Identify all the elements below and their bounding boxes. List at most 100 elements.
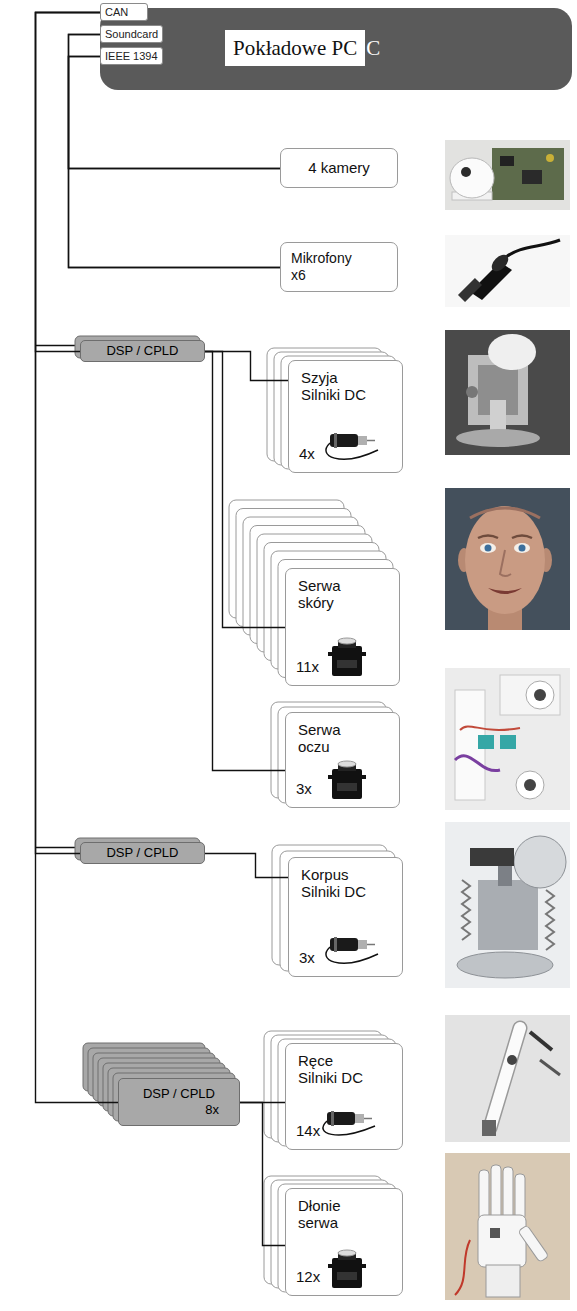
motor-ring bbox=[334, 433, 337, 448]
servo-sticker bbox=[337, 1272, 357, 1280]
servo-sticker bbox=[337, 660, 357, 668]
microphone-photo bbox=[445, 235, 570, 307]
bus-connector bbox=[205, 352, 285, 628]
camera-dome bbox=[450, 158, 494, 198]
sensor bbox=[490, 1228, 500, 1238]
photo-ground bbox=[445, 488, 570, 630]
card-stacks bbox=[229, 348, 403, 1296]
actuator-label: Serwa skóry bbox=[298, 577, 368, 611]
face-forehead bbox=[470, 508, 540, 518]
interface-label: CAN bbox=[101, 4, 132, 20]
torso-photo bbox=[445, 822, 570, 988]
bus-connector bbox=[240, 1103, 285, 1246]
circuit-board bbox=[492, 148, 564, 200]
face-iris bbox=[485, 545, 492, 552]
interface-box: CAN bbox=[100, 3, 148, 21]
servo-horn bbox=[338, 761, 356, 767]
motor-end bbox=[358, 436, 367, 445]
bus-connector bbox=[205, 352, 288, 381]
panel-title: Pokładowe PC bbox=[225, 30, 365, 66]
controller-label: DSP / CPLD bbox=[106, 845, 178, 861]
interface-box: IEEE 1394 bbox=[100, 47, 163, 65]
controller-box: DSP / CPLD bbox=[80, 340, 205, 362]
wrist bbox=[486, 1265, 520, 1297]
interface-label: IEEE 1394 bbox=[101, 48, 162, 64]
face-skin bbox=[465, 506, 545, 614]
count-label: 14x bbox=[296, 1122, 320, 1139]
interface-box: Soundcard bbox=[100, 25, 163, 43]
spring bbox=[462, 880, 470, 940]
card-fill bbox=[288, 360, 403, 473]
finger bbox=[503, 1167, 513, 1220]
title-fragment: C bbox=[366, 36, 380, 60]
arm-part bbox=[540, 1060, 560, 1075]
motor-shaft bbox=[367, 440, 375, 442]
coupler bbox=[478, 735, 494, 749]
pupil bbox=[534, 689, 546, 701]
bus-wires bbox=[35, 346, 75, 848]
eye-mechanism-photo bbox=[445, 668, 570, 810]
photo-ground bbox=[445, 235, 570, 307]
servo-horn bbox=[338, 638, 356, 644]
interface-label: Soundcard bbox=[101, 26, 162, 42]
torso-joint bbox=[498, 866, 512, 886]
torso-disc bbox=[514, 836, 566, 888]
actuator-card: Szyja Silniki DC4x bbox=[288, 360, 403, 473]
arm-joint bbox=[507, 1055, 517, 1065]
controller-box: DSP / CPLD8x bbox=[118, 1078, 240, 1126]
servo-tab bbox=[328, 1264, 366, 1268]
actuator-label: Serwa oczu bbox=[298, 721, 368, 755]
face-mouth bbox=[488, 588, 522, 594]
face-eye bbox=[480, 543, 496, 553]
actuator-card: Ręce Silniki DC 14x bbox=[285, 1043, 403, 1150]
device-label: 4 kamery bbox=[308, 159, 370, 177]
motor-shaft bbox=[367, 944, 375, 946]
chip bbox=[500, 156, 514, 166]
count-label: 11x bbox=[296, 658, 319, 675]
controller-stack bbox=[75, 336, 235, 1121]
pupil bbox=[524, 779, 536, 791]
servo-sticker bbox=[337, 783, 357, 791]
finger bbox=[479, 1170, 489, 1220]
hand-photo bbox=[445, 1153, 570, 1300]
motor-body bbox=[327, 1112, 355, 1125]
arm-part bbox=[530, 1032, 552, 1050]
servo-icon bbox=[328, 761, 366, 799]
thumb bbox=[518, 1225, 549, 1262]
eyeball bbox=[516, 771, 544, 799]
photo-ground bbox=[445, 668, 570, 810]
torso-frame bbox=[478, 880, 538, 950]
coupler bbox=[500, 735, 516, 749]
arm-outline bbox=[490, 1028, 520, 1128]
photo-ground bbox=[445, 822, 570, 988]
photo-ground bbox=[445, 140, 570, 210]
servo-body bbox=[332, 646, 362, 676]
motor-shaft bbox=[364, 1118, 372, 1120]
face-nose bbox=[500, 550, 511, 576]
motor-ring bbox=[331, 1111, 334, 1126]
wire bbox=[460, 726, 520, 730]
device-label: Mikrofony x6 bbox=[281, 250, 363, 284]
motor-body bbox=[330, 434, 358, 447]
dc-motor-icon bbox=[326, 433, 378, 459]
bus-wire bbox=[35, 345, 75, 346]
mic-clip bbox=[458, 278, 482, 302]
neck-bearing bbox=[466, 386, 478, 398]
motor-body bbox=[330, 938, 358, 951]
eyeball bbox=[526, 681, 554, 709]
actuator-card: Serwa oczu3x bbox=[285, 712, 400, 808]
arm-photo bbox=[445, 1015, 570, 1142]
palm bbox=[478, 1215, 526, 1267]
face-photo bbox=[445, 488, 570, 630]
controller-box: DSP / CPLD bbox=[80, 842, 205, 864]
bus-connector bbox=[36, 13, 101, 854]
camera-lens bbox=[461, 167, 471, 177]
actuator-label: Ręce Silniki DC bbox=[298, 1052, 368, 1086]
photo-ground bbox=[445, 330, 570, 455]
count-label: 3x bbox=[299, 949, 315, 966]
servo-body bbox=[332, 769, 362, 799]
servo-tab bbox=[328, 775, 366, 779]
card-fill bbox=[285, 568, 400, 686]
arm-shaft bbox=[490, 1028, 520, 1128]
